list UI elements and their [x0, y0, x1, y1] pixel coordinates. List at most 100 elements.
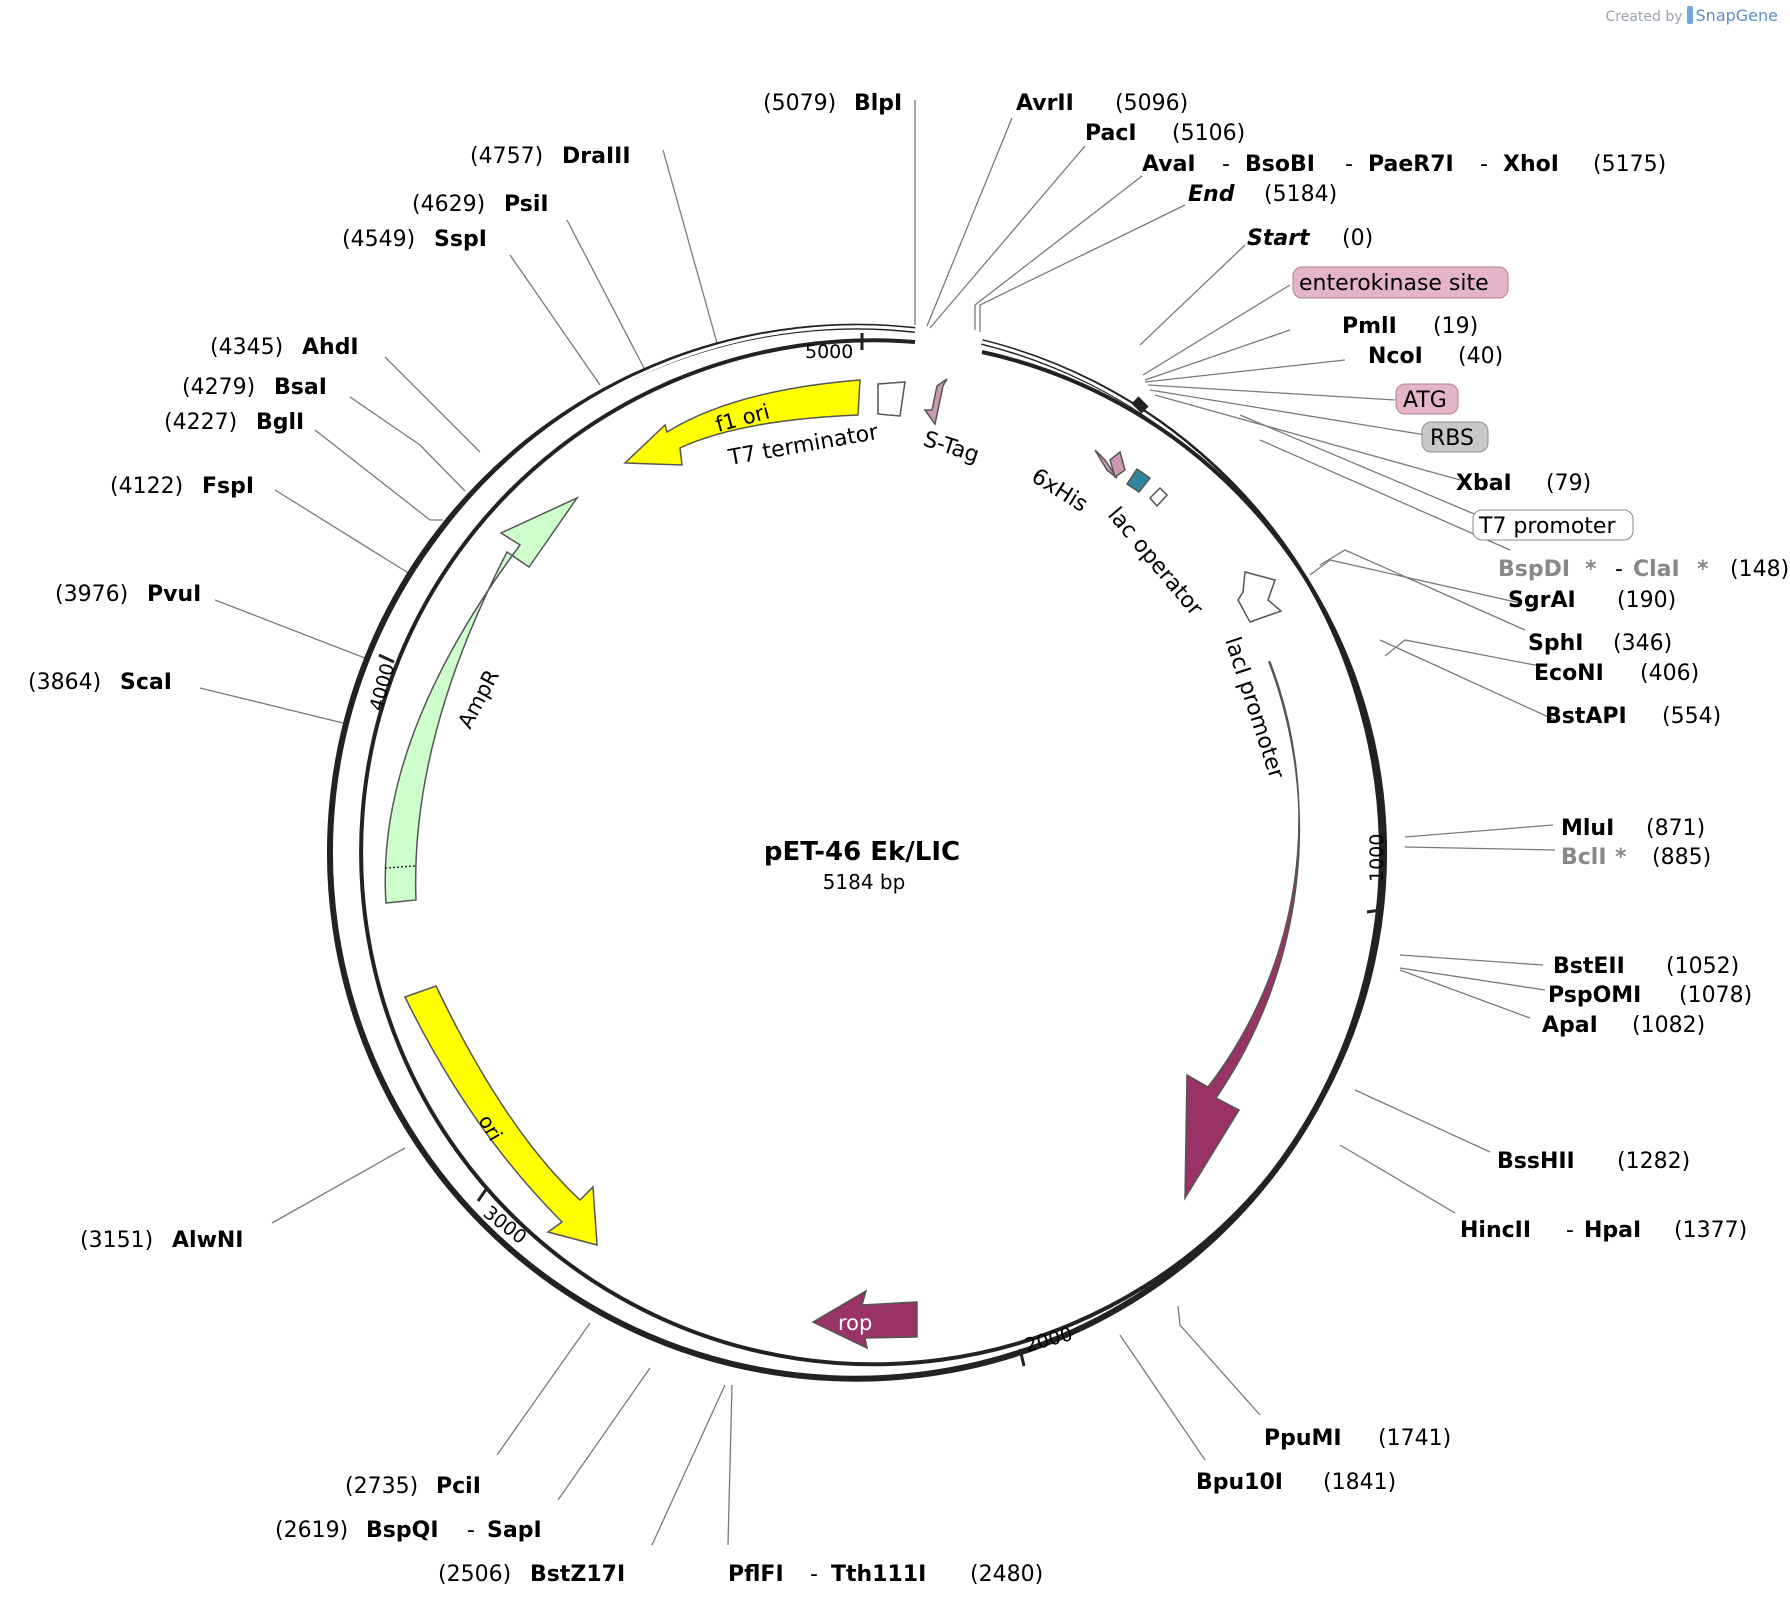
site-econi-pos: (406) — [1640, 661, 1699, 686]
site-psii-pos: (4629) — [412, 192, 485, 217]
site-apai-pos: (1082) — [1632, 1013, 1705, 1038]
site-alwni: AlwNI — [172, 1228, 244, 1253]
site-pflfi: PflFI — [728, 1562, 784, 1587]
site-pvui-pos: (3976) — [55, 582, 128, 607]
label-laci-promoter: lacI promoter — [1219, 634, 1289, 783]
site-bsshii-pos: (1282) — [1617, 1149, 1690, 1174]
label-laci: lacI — [1306, 910, 1337, 951]
site-bstapi: BstAPI — [1545, 704, 1627, 729]
site-sphi: SphI — [1528, 631, 1583, 656]
site-pmli: PmlI — [1342, 314, 1397, 339]
t7-promoter-badge — [1472, 509, 1634, 541]
ampr-promoter-mark — [384, 865, 416, 869]
site-t7-promoter: T7 promoter — [1478, 514, 1616, 539]
feature-6xhis — [1094, 449, 1118, 479]
feature-laci-promoter — [1237, 571, 1283, 623]
site-rbs: RBS — [1430, 426, 1474, 451]
site-pflfi-pos: (2480) — [970, 1562, 1043, 1587]
site-clai: ClaI — [1633, 557, 1680, 582]
site-bspdi-pos: (148) — [1730, 557, 1789, 582]
ruler-ticks — [378, 333, 1382, 1367]
site-paer7i: PaeR7I — [1368, 152, 1454, 177]
site-ppumi-pos: (1741) — [1378, 1426, 1451, 1451]
site-start-pos: (0) — [1342, 226, 1373, 251]
leader-lines — [199, 100, 1556, 1546]
site-psii: PsiI — [504, 192, 549, 217]
site-bstz17i-pos: (2506) — [438, 1562, 511, 1587]
site-bstapi-pos: (554) — [1662, 704, 1721, 729]
site-ahdi-pos: (4345) — [210, 335, 283, 360]
site-ahdi: AhdI — [302, 335, 359, 360]
site-sgrai: SgrAI — [1508, 588, 1576, 613]
site-sphi-pos: (346) — [1613, 631, 1672, 656]
site-scai: ScaI — [120, 670, 172, 695]
site-end-pos: (5184) — [1264, 182, 1337, 207]
site-pcii-pos: (2735) — [345, 1474, 418, 1499]
site-bstz17i: BstZ17I — [530, 1562, 625, 1587]
site-draiii-pos: (4757) — [470, 144, 543, 169]
site-pspomi-pos: (1078) — [1679, 983, 1752, 1008]
site-scai-pos: (3864) — [28, 670, 101, 695]
site-bspqi: BspQI — [366, 1518, 439, 1543]
snapgene-logo-icon — [1686, 6, 1693, 24]
feature-f1-ori — [623, 379, 861, 466]
feature-laci — [1184, 661, 1301, 1201]
feature-lac-operator — [1125, 467, 1152, 494]
site-mlui: MluI — [1561, 816, 1614, 841]
site-paci: PacI — [1085, 121, 1137, 146]
site-bgli: BglI — [256, 410, 304, 435]
site-bpu10i-pos: (1841) — [1323, 1470, 1396, 1495]
feature-6xhis-b — [1109, 450, 1126, 479]
site-bsteii: BstEII — [1553, 954, 1625, 979]
atg-badge — [1395, 383, 1459, 415]
feature-ampr — [384, 496, 580, 904]
sep-avai-3: - — [1480, 152, 1488, 177]
site-enterokinase: enterokinase site — [1299, 271, 1489, 296]
site-blpi: BlpI — [854, 91, 902, 116]
label-6xhis: 6xHis — [1027, 464, 1092, 518]
ruler-tick-5000: 5000 — [805, 341, 853, 363]
site-bsai-pos: (4279) — [182, 375, 255, 400]
credit-prefix: Created by — [1605, 9, 1683, 25]
feature-s-tag — [923, 378, 948, 426]
site-bcli: BclI — [1561, 845, 1607, 870]
site-bspdi: BspDI — [1498, 557, 1570, 582]
site-tth111i: Tth111I — [831, 1562, 926, 1587]
site-start: Start — [1247, 226, 1311, 251]
sep-bspqi: - — [467, 1518, 475, 1543]
site-atg: ATG — [1403, 388, 1447, 413]
site-avrii: AvrII — [1016, 91, 1074, 116]
plasmid-length: 5184 bp — [823, 870, 906, 894]
site-xhoi: XhoI — [1503, 152, 1559, 177]
site-ppumi: PpuMI — [1264, 1426, 1342, 1451]
plasmid-name: pET-46 Ek/LIC — [764, 837, 960, 867]
site-draiii: DraIII — [562, 144, 631, 169]
site-pvui: PvuI — [147, 582, 201, 607]
site-alwni-pos: (3151) — [80, 1228, 153, 1253]
feature-t7-terminator — [877, 381, 906, 417]
label-s-tag: S-Tag — [920, 427, 982, 468]
sep-avai-2: - — [1345, 152, 1353, 177]
backbone — [327, 323, 1388, 1382]
site-hincii: HincII — [1460, 1218, 1531, 1243]
site-end: End — [1188, 182, 1235, 207]
site-pcii: PciI — [436, 1474, 481, 1499]
sep-pflfi: - — [810, 1562, 818, 1587]
site-clai-star: * — [1697, 557, 1709, 582]
site-hincii-pos: (1377) — [1674, 1218, 1747, 1243]
site-avai-pos: (5175) — [1593, 152, 1666, 177]
site-avai: AvaI — [1142, 152, 1196, 177]
site-ncoi: NcoI — [1368, 344, 1423, 369]
site-bsshii: BssHII — [1497, 1149, 1575, 1174]
site-bgli-pos: (4227) — [164, 410, 237, 435]
site-bsteii-pos: (1052) — [1666, 954, 1739, 979]
site-bcli-star: * — [1615, 845, 1627, 870]
feature-arrows — [384, 378, 1301, 1350]
label-rop: rop — [838, 1311, 872, 1335]
site-sgrai-pos: (190) — [1617, 588, 1676, 613]
label-f1-ori: f1 ori — [713, 399, 772, 436]
feature-rop — [811, 1289, 918, 1350]
site-sapi: SapI — [487, 1518, 542, 1543]
site-mlui-pos: (871) — [1646, 816, 1705, 841]
